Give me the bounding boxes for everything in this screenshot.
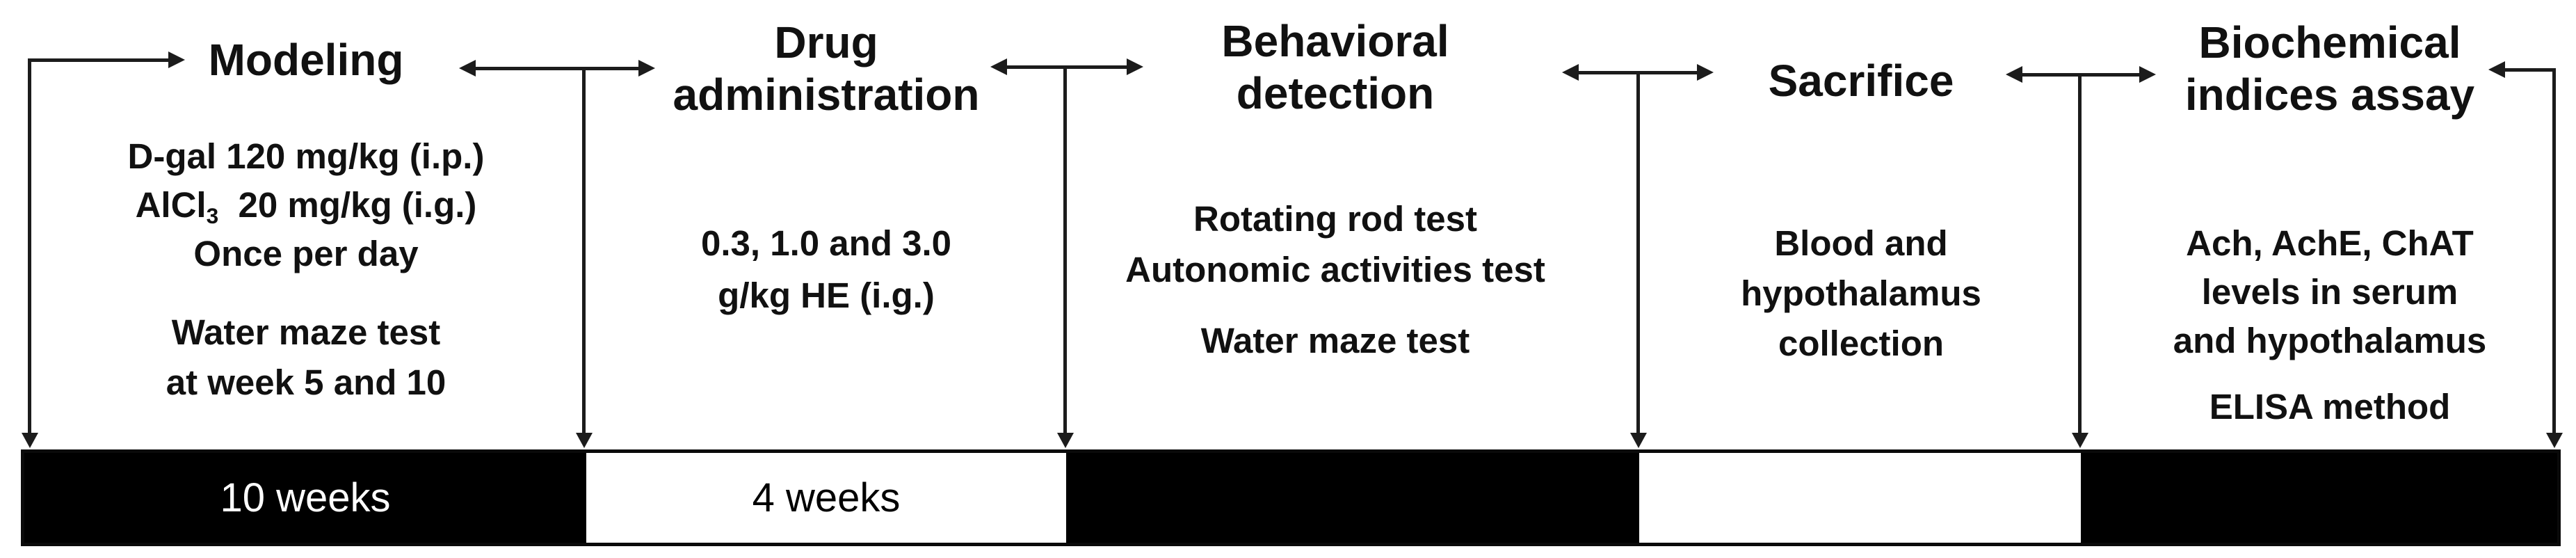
phase-detail: Once per day <box>193 234 419 273</box>
phase-detail: g/kg HE (i.g.) <box>718 276 935 315</box>
arrowhead-right-icon <box>638 60 655 77</box>
phase-biochemical-indices-assay: Biochemical indices assay Ach, AchE, ChA… <box>2086 0 2573 445</box>
phase-title: Behavioral <box>1221 16 1449 66</box>
arrowhead-right-icon <box>168 51 185 68</box>
connector-line <box>28 58 31 434</box>
phase-modeling: Modeling D-gal 120 mg/kg (i.p.) AlCl3 20… <box>63 0 549 445</box>
formula-prefix: AlCl <box>135 185 207 225</box>
arrowhead-down-icon <box>576 433 593 448</box>
phase-detail: 0.3, 1.0 and 3.0 <box>700 223 952 263</box>
timeline-segment-behavioral <box>1066 453 1639 543</box>
phase-detail: Water maze test <box>1200 321 1470 360</box>
phase-title: Drug <box>774 17 878 67</box>
phase-detail: D-gal 120 mg/kg (i.p.) <box>127 136 485 176</box>
arrowhead-left-icon <box>2006 66 2022 83</box>
arrowhead-down-icon <box>1630 433 1647 448</box>
phase-behavioral-detection: Behavioral detection Rotating rod test A… <box>1085 0 1586 445</box>
connector-line <box>2078 73 2082 434</box>
connector-line <box>2552 68 2556 434</box>
formula-suffix: 20 mg/kg (i.g.) <box>218 185 477 225</box>
phase-title: administration <box>673 70 980 120</box>
phase-detail: Autonomic activities test <box>1125 250 1545 289</box>
connector-line <box>29 58 170 62</box>
connector-line <box>582 67 586 434</box>
arrowhead-right-icon <box>2139 66 2156 83</box>
arrowhead-left-icon <box>1562 64 1579 81</box>
phase-detail: at week 5 and 10 <box>166 362 446 402</box>
phase-detail-chemical-formula: AlCl3 20 mg/kg (i.g.) <box>63 186 549 235</box>
arrowhead-right-icon <box>1127 58 1143 75</box>
phase-detail: Ach, AchE, ChAT <box>2186 223 2474 263</box>
arrowhead-down-icon <box>2072 433 2088 448</box>
connector-line <box>2504 68 2555 72</box>
phase-detail: collection <box>1778 324 1945 363</box>
connector-line <box>474 67 640 70</box>
phase-title: Modeling <box>208 35 404 85</box>
arrowhead-left-icon <box>990 58 1007 75</box>
timeline-segment-biochem <box>2081 453 2557 543</box>
timeline-bar: 10 weeks 4 weeks <box>21 449 2561 546</box>
arrowhead-down-icon <box>22 433 38 448</box>
connector-line <box>1636 71 1640 434</box>
connector-line <box>1063 65 1067 434</box>
phase-sacrifice: Sacrifice Blood and hypothalamus collect… <box>1666 0 2056 445</box>
arrowhead-down-icon <box>2546 433 2563 448</box>
timeline-segment-label: 4 weeks <box>752 475 901 520</box>
phase-detail: Rotating rod test <box>1193 199 1477 239</box>
phase-drug-administration: Drug administration 0.3, 1.0 and 3.0 g/k… <box>618 0 1035 445</box>
formula-subscript: 3 <box>206 202 219 228</box>
phase-detail: Blood and <box>1774 223 1948 263</box>
phase-title: indices assay <box>2184 70 2475 120</box>
arrowhead-right-icon <box>1697 64 1714 81</box>
phase-title: Biochemical <box>2198 17 2461 67</box>
arrowhead-down-icon <box>1057 433 1074 448</box>
arrowhead-left-icon <box>459 60 476 77</box>
phase-detail: hypothalamus <box>1741 273 1981 313</box>
timeline-segment-label: 10 weeks <box>220 475 391 520</box>
timeline-segment-sacrifice <box>1639 453 2081 543</box>
phase-title: Sacrifice <box>1768 56 1954 106</box>
phase-detail: ELISA method <box>2209 387 2451 427</box>
phase-title: detection <box>1236 68 1435 118</box>
timeline-segment-modeling: 10 weeks <box>24 453 586 543</box>
phase-detail: levels in serum <box>2201 272 2458 312</box>
timeline-segment-drug: 4 weeks <box>586 453 1066 543</box>
phase-detail: and hypothalamus <box>2173 321 2487 360</box>
arrowhead-left-icon <box>2488 61 2505 78</box>
phase-detail: Water maze test <box>171 312 441 352</box>
connector-line <box>1006 65 1128 69</box>
